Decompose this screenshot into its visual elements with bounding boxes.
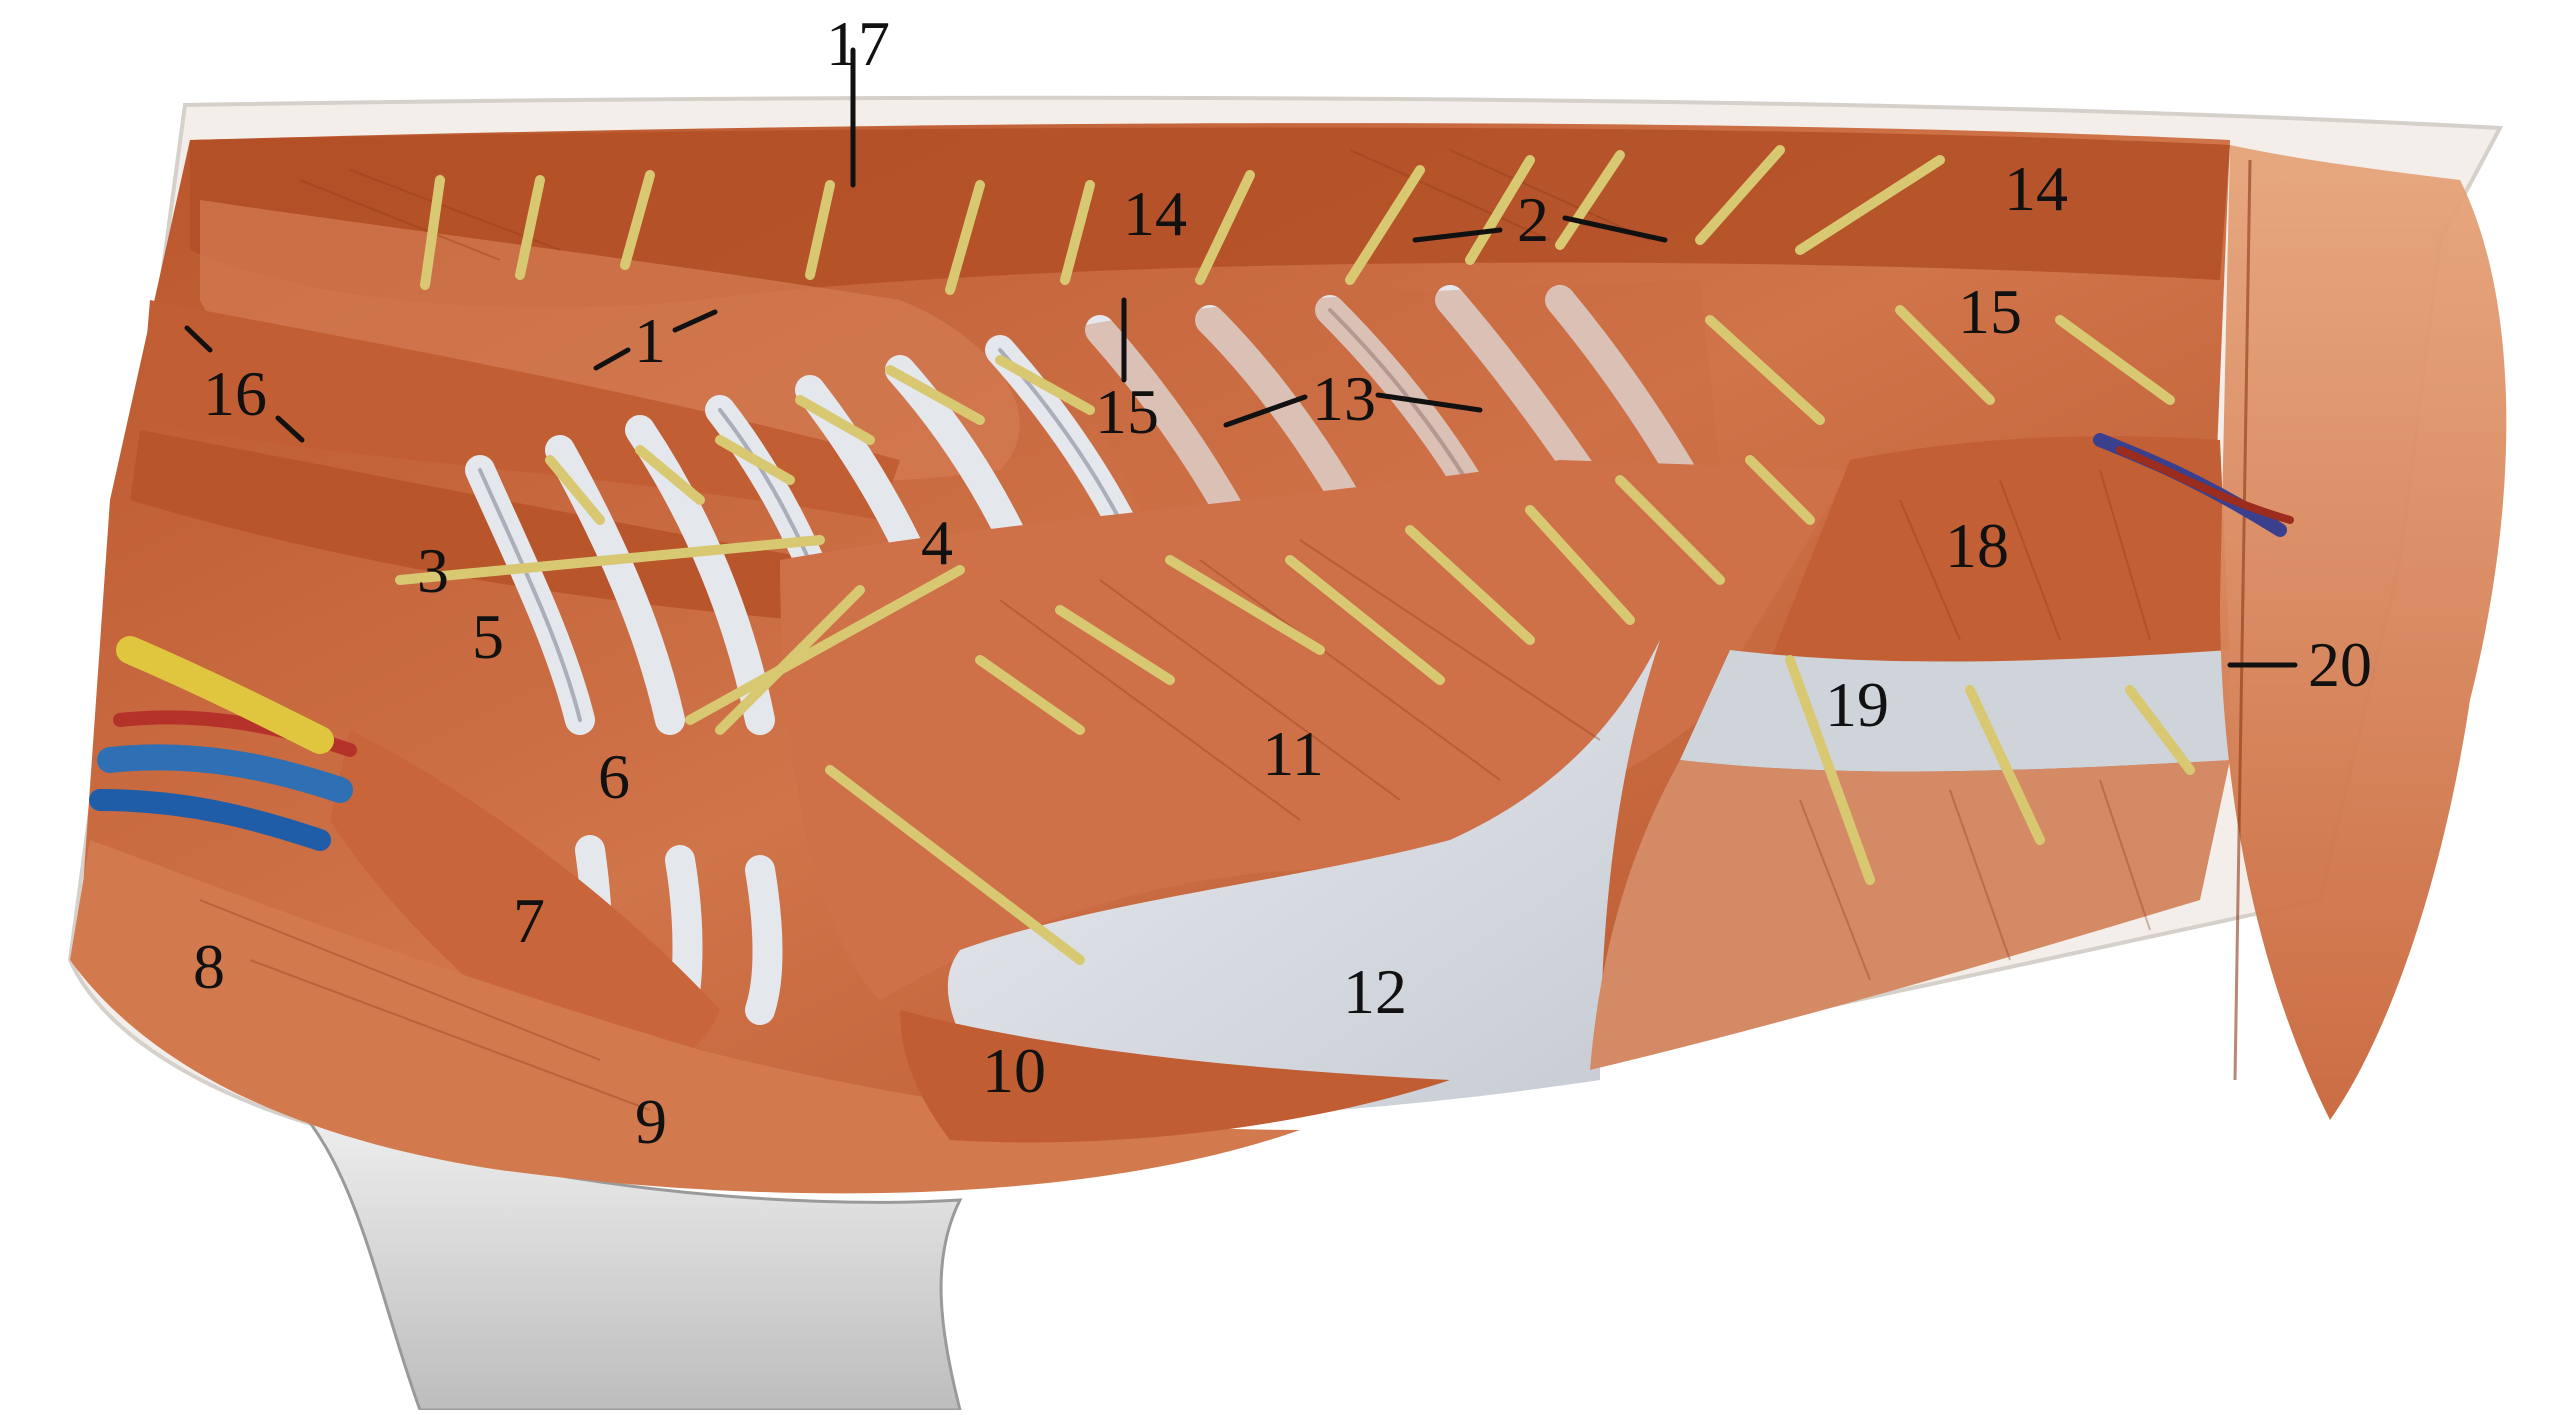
hind-limb-flap: [2220, 145, 2507, 1120]
label-15-left: 15: [1095, 376, 1159, 447]
deep-pectoral: [330, 730, 720, 1073]
label-14-upper-left: 14: [1123, 178, 1187, 249]
label-3: 3: [417, 535, 449, 606]
thigh-lower-muscle: [1590, 760, 2230, 1070]
superficial-pectoral: [70, 840, 1300, 1194]
label-19: 19: [1825, 669, 1889, 740]
label-6: 6: [598, 741, 630, 812]
leader-lines: [184, 47, 2298, 668]
label-12: 12: [1343, 956, 1407, 1027]
label-20: 20: [2308, 629, 2372, 700]
label-11: 11: [1262, 718, 1324, 789]
dorsal-muscle-band: [190, 127, 2230, 308]
tensor-fasciae-region: [1770, 436, 2230, 676]
limb-edge: [2233, 159, 2252, 1081]
label-9: 9: [635, 1086, 667, 1157]
neck-muscle-lower: [130, 430, 820, 620]
label-15-right: 15: [1958, 276, 2022, 347]
label-13: 13: [1312, 363, 1376, 434]
neck-muscles: [140, 300, 900, 520]
label-7: 7: [513, 885, 545, 956]
label-4: 4: [921, 507, 953, 578]
label-17: 17: [826, 8, 890, 79]
label-1: 1: [634, 305, 666, 376]
rectus-abdominis: [900, 1010, 1450, 1143]
oblique-aponeurosis: [947, 640, 1660, 1119]
label-5: 5: [472, 601, 504, 672]
intercostal-nerves: [395, 145, 2195, 965]
figure-labels: 1 2 3 4 5 6 7 8 9 10 11 12 13 14 14 15 1…: [193, 8, 2372, 1157]
label-14-upper-right: 14: [2004, 153, 2068, 224]
label-2: 2: [1517, 184, 1549, 255]
vessels: [89, 433, 2294, 851]
external-oblique: [780, 460, 1850, 1000]
label-10: 10: [982, 1035, 1046, 1106]
label-18: 18: [1945, 510, 2009, 581]
label-16: 16: [203, 358, 267, 429]
label-8: 8: [193, 931, 225, 1002]
